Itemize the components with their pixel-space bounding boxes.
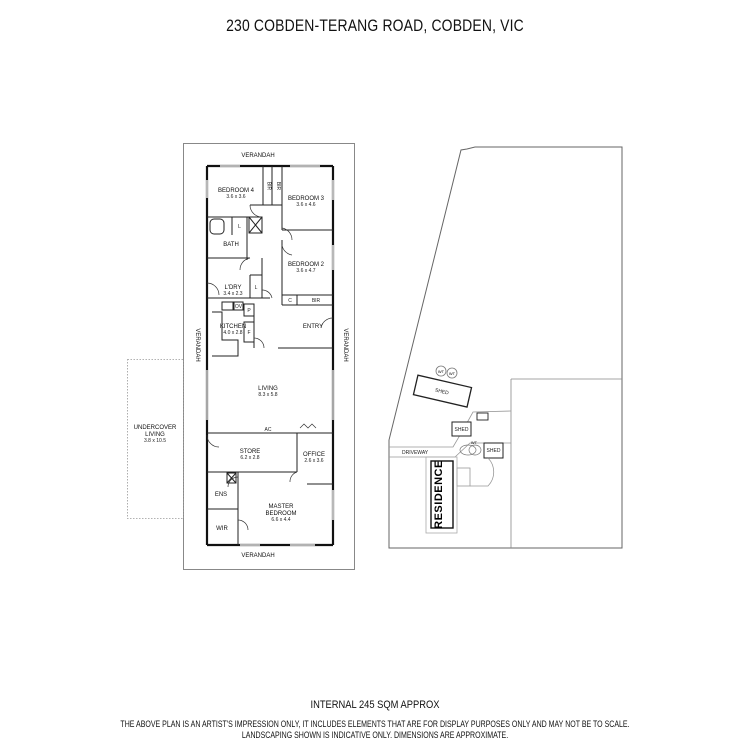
master-label-1: MASTER	[268, 504, 294, 510]
footer: INTERNAL 245 SQM APPROX THE ABOVE PLAN I…	[0, 699, 750, 741]
shed-2	[451, 421, 472, 437]
master-dims: 6.6 x 4.4	[271, 517, 290, 523]
undercover-label-2: LIVING	[145, 432, 165, 438]
site-plan: SHED WT WT SHED WT SHED RESIDENCE DRIVEW…	[388, 146, 623, 549]
disclaimer-line-1: THE ABOVE PLAN IS AN ARTIST'S IMPRESSION…	[120, 719, 630, 729]
undercover-living-area	[127, 359, 184, 519]
cupboard-label: C	[288, 298, 292, 304]
shed-1	[412, 374, 473, 408]
verandah-left-label: VERANDAH	[194, 328, 200, 361]
water-tank-3-label: WT	[471, 440, 478, 445]
living-label: LIVING	[258, 386, 278, 392]
entry-label: ENTRY	[303, 324, 323, 330]
residence-outline	[430, 460, 454, 529]
bir-label-1: BIR	[266, 182, 272, 191]
property-address-title: 230 COBDEN-TERANG ROAD, COBDEN, VIC	[226, 16, 524, 35]
living-dims: 8.3 x 5.8	[258, 392, 277, 398]
master-label-2: BEDROOM	[265, 511, 296, 517]
bedroom3-label: BEDROOM 3	[288, 196, 325, 202]
shed-3	[483, 442, 504, 459]
store-dims: 6.2 x 2.8	[240, 455, 259, 461]
wir-label: WIR	[216, 526, 228, 532]
verandah-bottom-label: VERANDAH	[241, 553, 274, 559]
internal-area-text: INTERNAL 245 SQM APPROX	[310, 699, 440, 711]
office-dims: 2.6 x 3.6	[304, 458, 323, 464]
undercover-dims: 3.8 x 10.5	[144, 438, 166, 444]
undercover-label-1: UNDERCOVER	[134, 425, 177, 431]
shed-1-label: SHED	[434, 387, 449, 396]
bir-label-3: BIR	[312, 298, 321, 304]
linen-label-laundry: L	[255, 285, 258, 291]
shed-3-label: SHED	[487, 448, 501, 454]
kitchen-label: KITCHEN	[220, 324, 246, 330]
driveway-label: DRIVEWAY	[402, 450, 429, 456]
water-tank-2	[446, 367, 458, 379]
ensuite-label: ENS	[215, 492, 227, 498]
small-structure	[476, 412, 489, 421]
bath-label: BATH	[223, 242, 239, 248]
oven-label: OV	[235, 304, 243, 310]
verandah-top-label: VERANDAH	[241, 153, 274, 159]
shed-2-label: SHED	[455, 427, 469, 433]
bedroom3-dims: 3.6 x 4.6	[296, 202, 315, 208]
residence-label: RESIDENCE	[433, 460, 445, 529]
water-tank-1-label: WT	[438, 369, 445, 374]
bedroom4-label: BEDROOM 4	[218, 188, 255, 194]
fridge-label: F	[247, 330, 250, 336]
linen-label-bath: L	[238, 224, 241, 230]
bir-label-2: BIR	[275, 182, 281, 191]
house-floor-plan: VERANDAH VERANDAH VERANDAH VERANDAH UNDE…	[127, 143, 355, 570]
water-tank-1	[435, 365, 447, 377]
store-label: STORE	[240, 449, 261, 455]
office-label: OFFICE	[303, 452, 325, 458]
ac-label: AC	[265, 427, 272, 433]
kitchen-dims: 4.0 x 2.8	[223, 330, 242, 336]
disclaimer: THE ABOVE PLAN IS AN ARTIST'S IMPRESSION…	[83, 719, 668, 741]
laundry-dims: 3.4 x 2.3	[223, 291, 242, 297]
water-tank-2-label: WT	[449, 371, 456, 376]
bedroom2-label: BEDROOM 2	[288, 262, 325, 268]
bedroom4-dims: 3.6 x 3.6	[226, 194, 245, 200]
bedroom2-dims: 3.6 x 4.7	[296, 268, 315, 274]
disclaimer-line-2: LANDSCAPING SHOWN IS INDICATIVE ONLY. DI…	[241, 730, 509, 740]
pantry-label: P	[247, 308, 251, 314]
laundry-label: L'DRY	[224, 285, 241, 291]
verandah-boundary	[183, 143, 355, 570]
verandah-right-label: VERANDAH	[342, 328, 348, 361]
